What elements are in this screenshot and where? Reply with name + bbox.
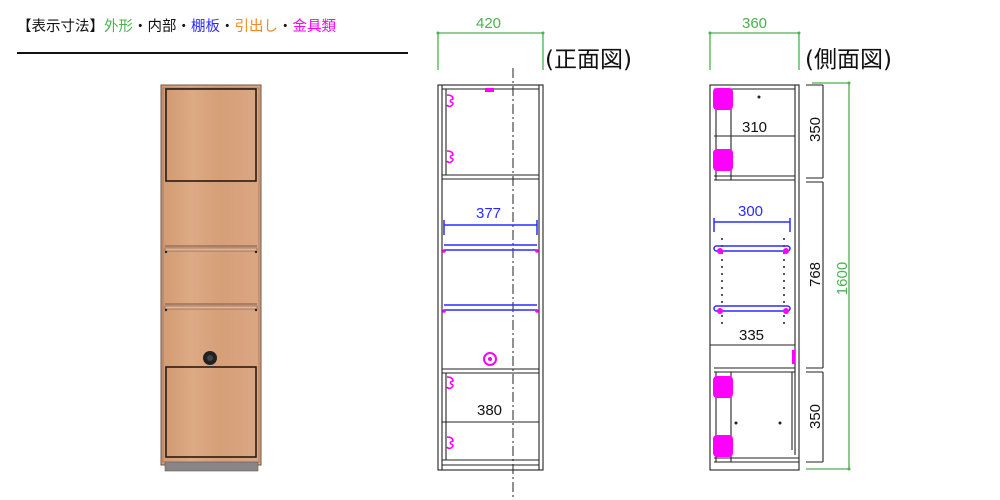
front-outer-width: 420 — [476, 15, 502, 32]
front-width-dimension — [437, 32, 544, 70]
front-shelf-width: 377 — [476, 205, 502, 222]
legend-sep: ・ — [220, 19, 235, 35]
side-shelf-depth: 300 — [738, 203, 764, 220]
side-view-drawing — [708, 31, 851, 471]
cabinet-photo — [160, 84, 262, 472]
legend-hardware: 金具類 — [292, 19, 337, 35]
side-bottom-height: 350 — [807, 403, 825, 430]
front-view-drawing — [436, 31, 545, 498]
side-outer-depth: 360 — [742, 15, 768, 32]
side-total-height: 1600 — [834, 261, 852, 296]
legend-outer: 外形 — [104, 19, 133, 35]
legend-sep: ・ — [278, 19, 293, 35]
legend-shelf: 棚板 — [191, 19, 220, 35]
side-top-inner-depth: 310 — [742, 119, 768, 136]
side-middle-inner-depth: 335 — [739, 327, 765, 344]
legend-inner: 内部 — [147, 19, 177, 35]
legend-sep: ・ — [133, 19, 148, 35]
legend-sep: ・ — [176, 19, 192, 35]
front-view-title: (正面図) — [545, 47, 632, 73]
bottom-door — [165, 366, 257, 458]
side-middle-height: 768 — [807, 261, 825, 288]
top-door — [165, 88, 257, 182]
legend-drawer: 引出し — [234, 19, 279, 35]
side-view-title: (側面図) — [805, 47, 892, 73]
front-hinges — [446, 94, 454, 450]
front-cable-outlet — [483, 352, 497, 366]
legend-prefix: 【表示寸法】 — [17, 19, 104, 35]
dimension-legend: 【表示寸法】外形・内部・棚板・引出し・金具類 — [17, 15, 336, 36]
front-inner-width: 380 — [477, 402, 503, 419]
plinth — [164, 461, 259, 472]
legend-divider — [17, 52, 408, 54]
side-top-height: 350 — [807, 116, 825, 143]
